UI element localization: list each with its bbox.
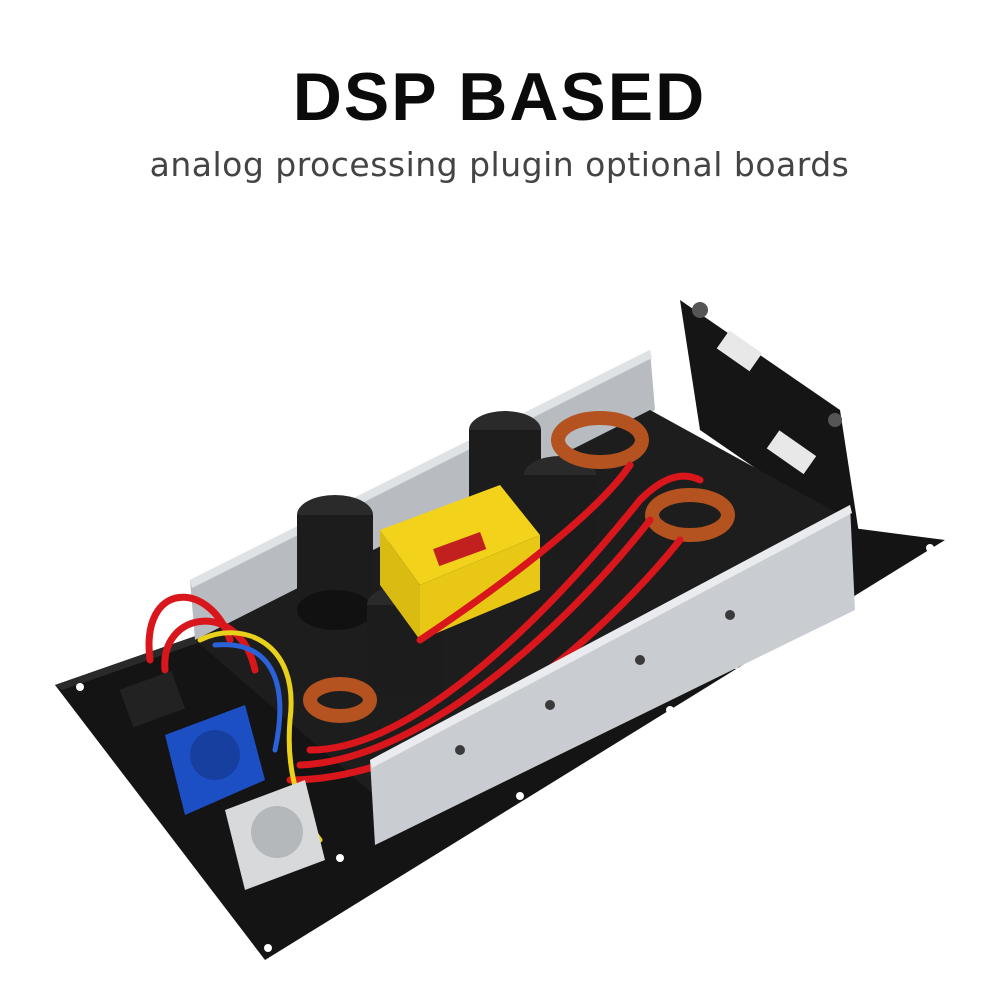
grey-connector: [225, 780, 325, 890]
page-subtitle: analog processing plugin optional boards: [149, 145, 850, 184]
front-heatsink: [370, 505, 855, 845]
blue-connector: [165, 705, 265, 815]
main-pcb: [195, 410, 850, 800]
black-socket: [119, 670, 186, 728]
inductors: [303, 411, 735, 723]
transformer: [380, 485, 540, 640]
amplifier-board-photo: [55, 300, 945, 960]
page-title: DSP BASED: [292, 59, 707, 135]
dsp-board: [680, 300, 860, 540]
